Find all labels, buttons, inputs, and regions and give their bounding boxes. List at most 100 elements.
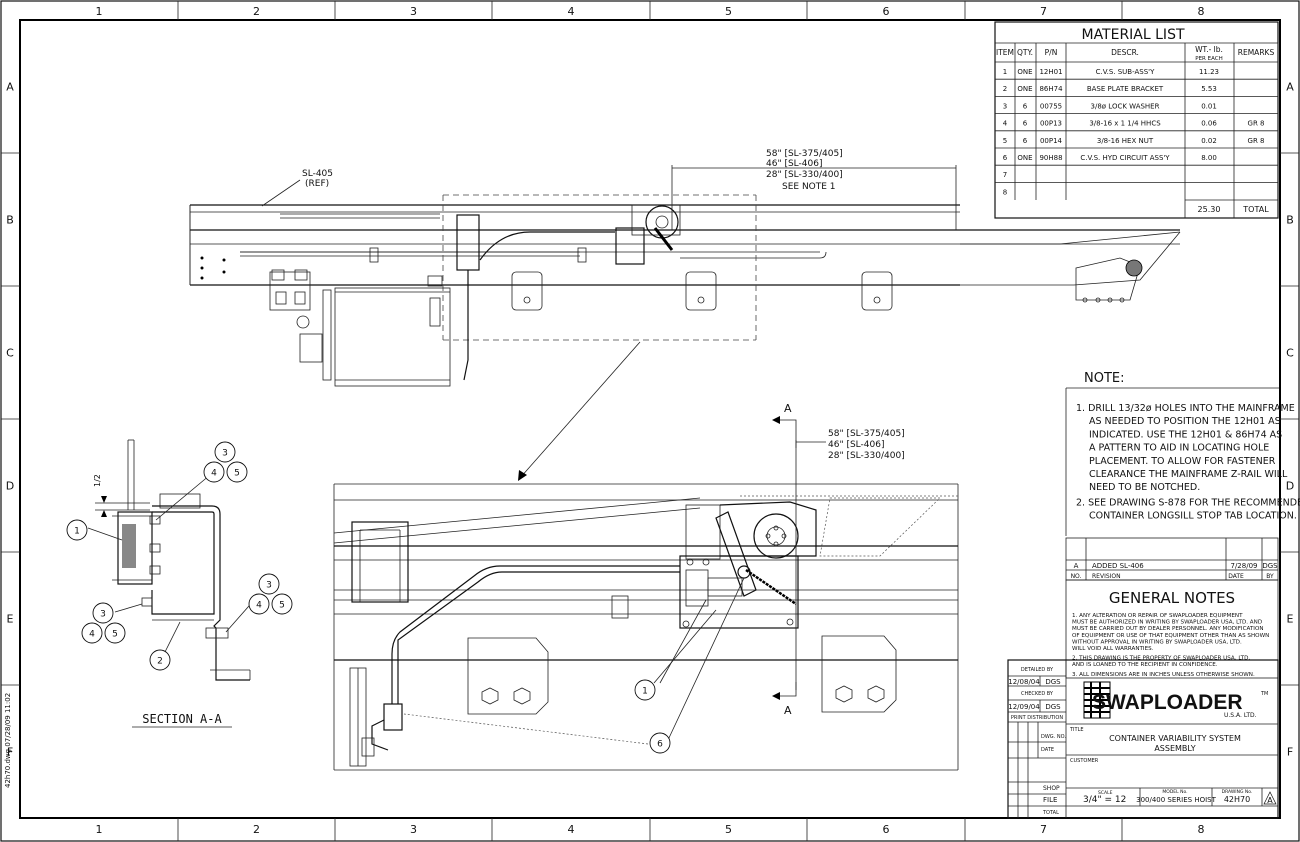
balloon-item-1: 1 xyxy=(634,679,656,701)
svg-text:5: 5 xyxy=(234,469,240,479)
balloon-item-5: 5 xyxy=(271,593,293,615)
ml-cell: 00P14 xyxy=(1040,137,1063,145)
ml-cell: 00P13 xyxy=(1040,120,1062,128)
drawing-no-value: 42H70 xyxy=(1224,795,1250,804)
note-line: AS NEEDED TO POSITION THE 12H01 AS xyxy=(1089,416,1281,427)
ml-cell: ONE xyxy=(1017,85,1032,93)
balloon-item-4: 4 xyxy=(81,622,103,644)
print-distribution-label: PRINT DISTRIBUTION xyxy=(1011,715,1063,721)
note-lines: 1. DRILL 13/32ø HOLES INTO THE MAINFRAME… xyxy=(1076,403,1300,522)
balloon-item-4: 4 xyxy=(248,593,270,615)
zone-col-8-bottom: 8 xyxy=(1198,823,1205,836)
balloon-item-3: 3 xyxy=(92,602,114,624)
logo-sub: U.S.A. LTD. xyxy=(1224,712,1257,719)
customer-label: CUSTOMER xyxy=(1070,758,1099,764)
half-dim-label: 1/2 xyxy=(93,474,102,487)
rev-header-date: DATE xyxy=(1228,573,1244,580)
zone-row-E-right: E xyxy=(1287,613,1294,626)
zone-row-A-left: A xyxy=(6,81,14,94)
detailed-by-label: DETAILED BY xyxy=(1021,667,1054,673)
general-note-line: AND IS LOANED TO THE RECIPIENT IN CONFID… xyxy=(1072,662,1218,668)
rev-header-revision: REVISION xyxy=(1092,573,1121,580)
zone-col-5-bottom: 5 xyxy=(725,823,732,836)
title-rev: A xyxy=(1267,796,1273,805)
ml-cell: 6 xyxy=(1023,120,1028,128)
ml-cell: 12H01 xyxy=(1039,68,1062,76)
svg-text:5: 5 xyxy=(112,630,118,640)
rev-header-by: BY xyxy=(1266,573,1274,580)
ml-cell: 2 xyxy=(1003,85,1007,93)
ml-header-qty: QTY. xyxy=(1017,48,1033,57)
ml-cell: ONE xyxy=(1017,68,1032,76)
dim-mid-58: 58" [SL-375/405] xyxy=(828,429,905,439)
ml-cell: 5.53 xyxy=(1201,85,1217,93)
scale-label: SCALE xyxy=(1098,790,1113,796)
ml-cell: 00755 xyxy=(1040,102,1062,110)
date-label: DATE xyxy=(1041,747,1054,753)
zone-col-6-top: 6 xyxy=(883,5,890,18)
checked-by-label: CHECKED BY xyxy=(1021,691,1054,697)
ml-cell: 3 xyxy=(1003,102,1007,110)
side-file-stamp: 42h70.dwg 07/28/09 11:02 xyxy=(4,693,12,788)
zone-col-7-bottom: 7 xyxy=(1040,823,1047,836)
note-line: 1. DRILL 13/32ø HOLES INTO THE MAINFRAME xyxy=(1076,403,1295,414)
balloon-item-5: 5 xyxy=(226,461,248,483)
ml-cell: 3/8-16 x 1 1/4 HHCS xyxy=(1089,120,1161,128)
general-note-line: 1. ANY ALTERATION OR REPAIR OF SWAPLOADE… xyxy=(1072,613,1243,619)
ml-cell: 5 xyxy=(1003,137,1007,145)
svg-text:3: 3 xyxy=(100,610,106,620)
svg-text:1: 1 xyxy=(642,687,648,697)
ml-header-pn: P/N xyxy=(1045,48,1058,57)
checked-by: DGS xyxy=(1045,703,1061,711)
rev-triangle-icon xyxy=(1263,791,1277,805)
general-note-line: 3. ALL DIMENSIONS ARE IN INCHES UNLESS O… xyxy=(1072,672,1255,678)
ml-cell: 1 xyxy=(1003,68,1007,76)
revision-block: A ADDED SL-406 7/28/09 DGS NO. REVISION … xyxy=(1065,537,1279,581)
zone-col-3-top: 3 xyxy=(410,5,417,18)
ml-total-weight: 25.30 xyxy=(1198,205,1221,214)
svg-text:3: 3 xyxy=(266,581,272,591)
ml-cell: 0.06 xyxy=(1201,120,1217,128)
svg-text:4: 4 xyxy=(89,630,95,640)
general-note-line: 2. THIS DRAWING IS THE PROPERTY OF SWAPL… xyxy=(1072,656,1250,662)
ml-cell: 0.01 xyxy=(1201,102,1217,110)
dim-top-see-note: SEE NOTE 1 xyxy=(782,182,836,192)
zone-col-5-top: 5 xyxy=(725,5,732,18)
scale-value: 3/4" = 12 xyxy=(1083,795,1126,805)
dim-top-58: 58" [SL-375/405] xyxy=(766,149,843,159)
zone-col-8-top: 8 xyxy=(1198,5,1205,18)
general-notes-lines: 1. ANY ALTERATION OR REPAIR OF SWAPLOADE… xyxy=(1072,613,1269,678)
zone-row-E-left: E xyxy=(7,613,14,626)
total-label: TOTAL xyxy=(1042,810,1059,816)
zone-col-2-top: 2 xyxy=(253,5,260,18)
dwg-no-label: DWG. NO. xyxy=(1041,734,1066,740)
note-title: NOTE: xyxy=(1084,371,1125,386)
ml-cell: C.V.S. HYD CIRCUIT ASS'Y xyxy=(1080,154,1170,162)
svg-text:6: 6 xyxy=(657,740,663,750)
zone-col-3-bottom: 3 xyxy=(410,823,417,836)
ml-header-wt-sub: PER EACH xyxy=(1195,56,1222,62)
ref-sublabel: (REF) xyxy=(305,179,329,189)
section-title: SECTION A-A xyxy=(142,712,222,726)
ml-cell: 6 xyxy=(1023,137,1028,145)
zone-col-2-bottom: 2 xyxy=(253,823,260,836)
general-notes-title: GENERAL NOTES xyxy=(1109,589,1235,607)
balloon-item-2: 2 xyxy=(149,649,171,671)
checked-date: 12/09/04 xyxy=(1008,703,1040,711)
ml-header-descr: DESCR. xyxy=(1111,48,1139,57)
drawing-title-line2: ASSEMBLY xyxy=(1154,744,1195,753)
detail-view: A A 58" [SL-375/405] 46" [SL-406] 28" [S… xyxy=(333,402,959,771)
ml-cell: 8 xyxy=(1003,188,1007,196)
zone-row-D-left: D xyxy=(6,480,14,493)
ml-cell: 7 xyxy=(1003,171,1007,179)
zone-col-6-bottom: 6 xyxy=(883,823,890,836)
ml-cell: 8.00 xyxy=(1201,154,1217,162)
note-line: CONTAINER LONGSILL STOP TAB LOCATION. xyxy=(1089,511,1297,522)
shop-label: SHOP xyxy=(1043,785,1060,792)
dim-top-46: 46" [SL-406] xyxy=(766,159,822,169)
